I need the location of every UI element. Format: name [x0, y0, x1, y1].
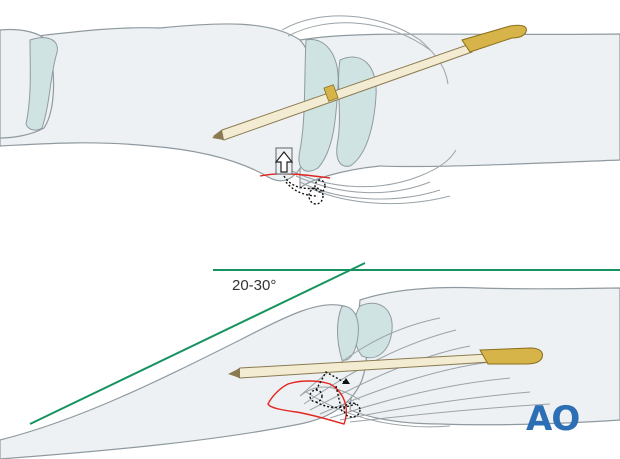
top-suture-knot-icon [283, 175, 326, 205]
top-ligament-fibers [281, 15, 457, 205]
angle-label: 20-30° [232, 277, 277, 294]
bottom-fracture-line [267, 380, 348, 425]
ao-logo: AO [526, 399, 580, 439]
bottom-suture-knot-icon [309, 371, 361, 418]
bottom-proximal-phalanx [0, 304, 368, 459]
top-view [0, 15, 620, 205]
top-cartilage-left [25, 37, 58, 131]
bottom-arrow-icon [342, 378, 350, 384]
bottom-ligament-fibers [299, 317, 551, 428]
bottom-view [0, 262, 620, 459]
bottom-k-wire-icon [228, 347, 543, 379]
arrow-up-icon [274, 147, 294, 175]
top-middle-phalanx [299, 33, 620, 190]
top-k-wire-icon [212, 24, 527, 141]
guide-line-oblique [29, 262, 366, 425]
